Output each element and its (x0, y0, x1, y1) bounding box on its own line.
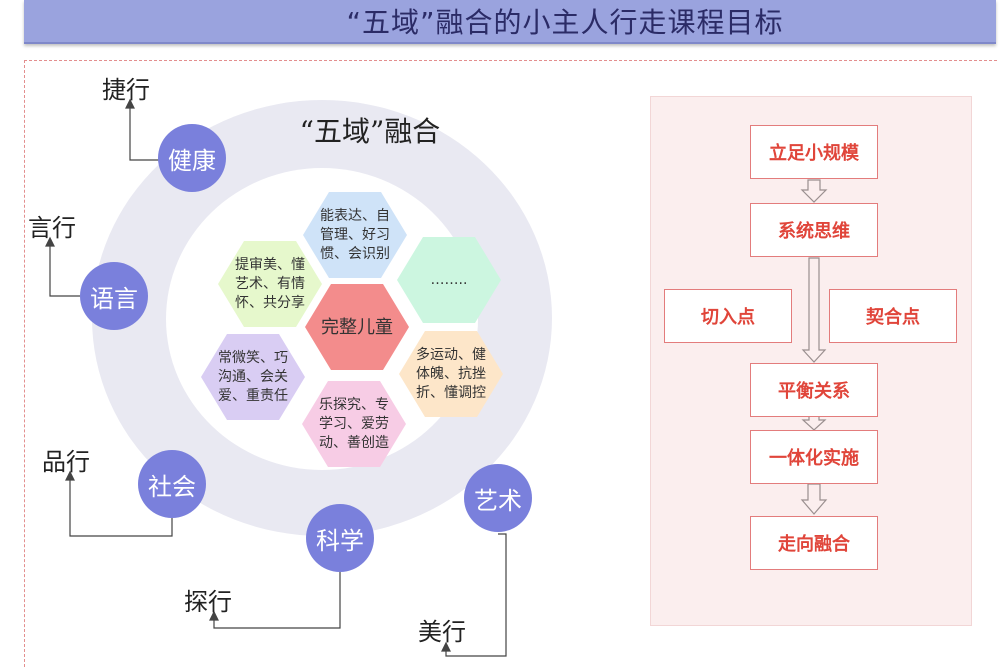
science-arrowhead (209, 610, 219, 621)
society-connector (69, 474, 173, 537)
domain-science-label: 科学 (316, 526, 364, 555)
hex-bottom-left-text: 常微笑、巧沟通、会关爱、重责任 (218, 349, 288, 404)
science-connector (213, 572, 341, 629)
flow-step-1-label: 立足小规模 (769, 143, 859, 164)
hex-top-right-text: …….. (430, 271, 468, 288)
flow-step-5: 走向融合 (750, 516, 878, 570)
hex-center: 完整儿童 (305, 284, 409, 370)
title-bar: “五域”融合的小主人行走课程目标 (24, 0, 996, 44)
behavior-language: 言行 (28, 214, 76, 242)
flow-step-4-label: 一体化实施 (769, 448, 859, 469)
language-arrowhead (45, 236, 55, 247)
flow-left-label: 切入点 (701, 307, 755, 328)
behavior-health: 捷行 (102, 76, 150, 104)
left-panel-frame (24, 60, 997, 667)
behavior-society: 品行 (42, 448, 90, 476)
hex-top-text: 能表达、自管理、好习惯、会识别 (320, 207, 390, 262)
flow-step-2-label: 系统思维 (778, 221, 850, 242)
page-title: “五域”融合的小主人行走课程目标 (346, 6, 784, 39)
hex-bottom-left: 常微笑、巧沟通、会关爱、重责任 (201, 334, 305, 420)
art-connector (445, 533, 507, 657)
domain-health-label: 健康 (168, 146, 216, 175)
domain-society-label: 社会 (148, 472, 196, 501)
society-arrowhead (65, 470, 75, 481)
flow-arrow-2 (801, 257, 827, 363)
health-arrowhead (125, 98, 135, 109)
domain-art-label: 艺术 (474, 486, 522, 515)
domain-health: 健康 (158, 124, 226, 192)
language-connector (49, 240, 80, 297)
domain-language: 语言 (80, 262, 148, 330)
hex-top: 能表达、自管理、好习惯、会识别 (303, 192, 407, 278)
flow-step-3-label: 平衡关系 (778, 381, 850, 402)
behavior-science: 探行 (184, 588, 232, 616)
domain-society: 社会 (138, 450, 206, 518)
flow-arrow-1 (800, 179, 828, 203)
behavior-art: 美行 (418, 618, 466, 646)
domain-science: 科学 (306, 504, 374, 572)
flow-arrow-4 (800, 483, 828, 515)
hex-bottom-text: 乐探究、专学习、爱劳动、善创造 (319, 396, 389, 451)
flow-right-box: 契合点 (829, 289, 957, 343)
flow-step-4: 一体化实施 (750, 430, 878, 484)
hex-bottom-right: 多运动、健体魄、抗挫折、懂调控 (399, 331, 503, 417)
health-connector (129, 102, 160, 161)
flow-right-label: 契合点 (866, 307, 920, 328)
flow-step-3: 平衡关系 (750, 363, 878, 417)
hex-top-right: …….. (397, 237, 501, 323)
hex-top-left-text: 提审美、懂艺术、有情怀、共分享 (235, 256, 305, 311)
flow-left-box: 切入点 (664, 289, 792, 343)
hex-bottom-right-text: 多运动、健体魄、抗挫折、懂调控 (416, 346, 486, 401)
flow-step-1: 立足小规模 (750, 125, 878, 179)
flow-arrow-3 (801, 415, 827, 431)
ring-title: “五域”融合 (299, 115, 441, 148)
domain-language-label: 语言 (90, 284, 138, 313)
hex-bottom: 乐探究、专学习、爱劳动、善创造 (302, 381, 406, 467)
flow-step-2: 系统思维 (750, 203, 878, 257)
art-arrowhead (441, 641, 451, 652)
flow-step-5-label: 走向融合 (778, 534, 850, 555)
hex-center-text: 完整儿童 (321, 316, 393, 338)
domain-art: 艺术 (464, 464, 532, 532)
